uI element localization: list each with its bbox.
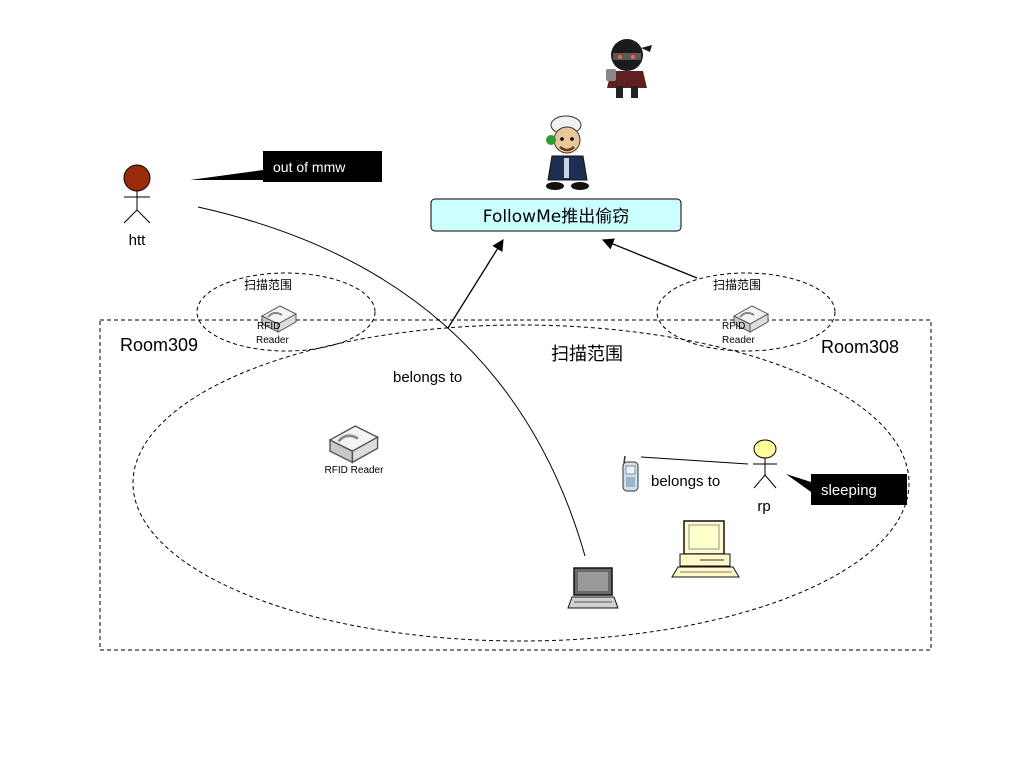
person-htt-name: htt [129,232,147,249]
rfid-reader-center-label: RFID Reader [325,465,385,476]
callout-out-of-mmw [190,151,382,182]
person-rp-name: rp [757,498,770,515]
person-icon [753,439,777,489]
owner-link-htt-laptop [197,206,586,557]
scan-range-main [132,324,910,642]
arrow-left-to-system [447,239,504,329]
room-309-label: Room309 [120,335,198,355]
mobile-phone-icon [622,455,639,492]
scan-range-main-label: 扫描范围 [551,344,623,365]
scan-range-right [656,272,836,352]
scan-range-right-label: 扫描范围 [713,278,761,292]
room-308-label: Room308 [821,337,899,357]
person-icon [123,164,151,224]
desktop-computer-icon [671,520,740,578]
rfid-reader-right-label-2: Reader [722,335,755,346]
arrow-right-to-system [601,238,698,279]
callout-sleeping-text: sleeping [821,482,877,499]
scan-range-left [196,272,376,352]
owner-link-rp-phone [640,456,749,465]
system-title-box [430,198,682,232]
room-boundary [99,319,932,651]
rfid-reader-left-label-1: RFID [257,321,280,332]
rfid-reader-icon [328,424,380,464]
scan-range-left-label: 扫描范围 [244,278,292,292]
laptop-icon [567,567,619,609]
laptop-relation-label: belongs to [393,369,462,386]
rfid-reader-right-label-1: RFID [722,321,745,332]
system-title: FollowMe推出偷窃 [483,207,629,227]
rfid-reader-left-label-2: Reader [256,335,289,346]
thief-icon [606,39,652,98]
callout-out-of-mmw-text: out of mmw [273,159,346,175]
police-icon [546,115,589,190]
callout-sleeping [786,474,907,505]
phone-relation-label: belongs to [651,473,720,490]
